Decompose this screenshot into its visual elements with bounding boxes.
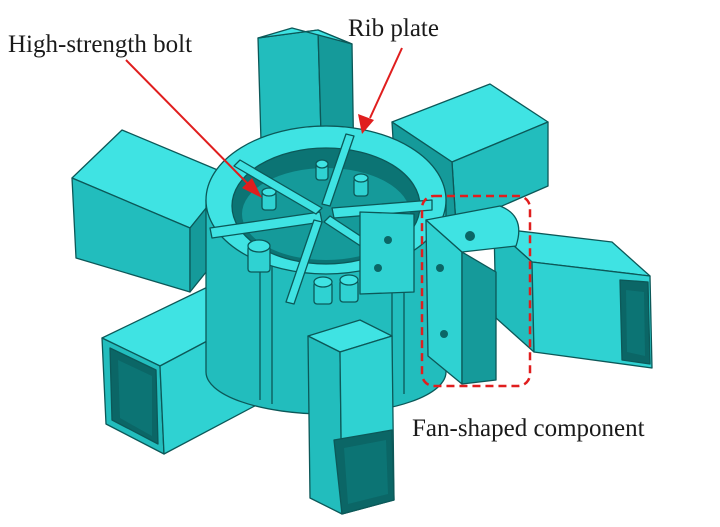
rib-plates	[209, 133, 433, 305]
bolt	[313, 276, 333, 305]
tube-arm-lower-right	[493, 227, 653, 369]
bolt	[353, 173, 369, 197]
bolt-pointer-arrow	[125, 59, 262, 198]
fan-shaped-component	[425, 205, 520, 385]
fan-highlight-box	[420, 194, 532, 388]
tube-arm-front	[307, 319, 395, 515]
bolt	[315, 159, 329, 181]
rib-pointer-arrow	[358, 47, 403, 134]
bolt	[339, 274, 359, 303]
label-high-strength-bolt: High-strength bolt	[8, 31, 192, 58]
bolt	[247, 239, 271, 273]
bolt	[261, 187, 277, 211]
label-fan-shaped-component: Fan-shaped component	[412, 415, 645, 442]
label-rib-plate: Rib plate	[348, 15, 439, 42]
bolts	[247, 159, 369, 305]
hub-front-face	[359, 211, 415, 295]
